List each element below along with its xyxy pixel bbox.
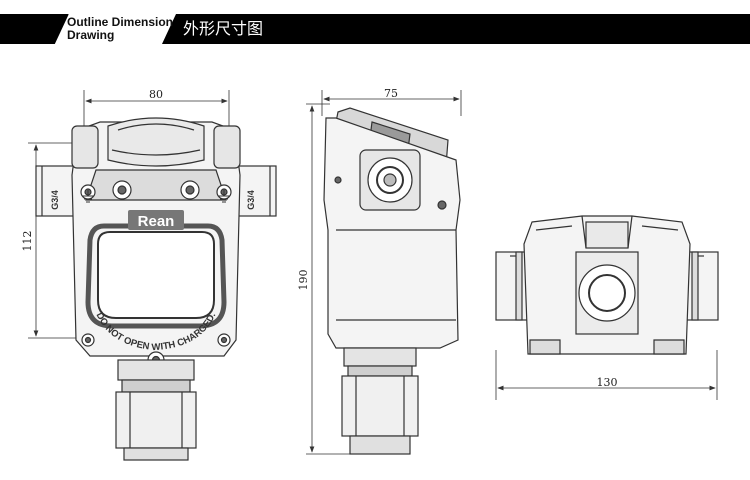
earth-icon [218, 190, 230, 203]
top-cap [107, 117, 205, 167]
sensor-collar [117, 359, 195, 381]
side-body [323, 117, 461, 349]
header-background [0, 14, 750, 44]
front-dim-height-label: 112 [21, 231, 34, 252]
brand-plate [128, 210, 184, 230]
side-dim-depth [321, 90, 462, 116]
side-sensor-collar [343, 347, 417, 367]
header-title-en: Outline Dimension Drawing [67, 16, 173, 42]
brand-label: Rean [138, 213, 175, 230]
side-sensor-head [341, 375, 419, 437]
window-ring [85, 223, 227, 329]
top-view [495, 215, 719, 400]
display-window [97, 231, 215, 319]
top-right-boss [683, 251, 719, 321]
right-top-lug [213, 125, 241, 169]
front-view [28, 90, 277, 461]
sensor-head [115, 391, 197, 449]
front-dim-width-label: 80 [149, 88, 163, 101]
top-dim-width-label: 130 [597, 376, 618, 389]
side-view [306, 90, 462, 455]
thread-label-right: G3/4 [246, 190, 256, 210]
header-title-cn: 外形尺寸图 [183, 19, 264, 38]
side-dim-height [306, 103, 352, 455]
screw-icon [334, 176, 342, 184]
screw-icon [437, 200, 447, 210]
left-conduit-boss [35, 165, 77, 217]
thread-label-left: G3/4 [50, 190, 60, 210]
top-dim-width [495, 350, 718, 400]
front-dim-width [83, 90, 230, 126]
side-dim-depth-label: 75 [384, 87, 398, 100]
side-dim-height-label: 190 [297, 270, 310, 291]
left-top-lug [71, 125, 99, 169]
section-header: Outline Dimension Drawing 外形尺寸图 [0, 14, 750, 44]
earth-icon [82, 190, 94, 203]
header-title-en-line2: Drawing [67, 28, 115, 42]
header-title-en-line1: Outline Dimension [67, 15, 174, 29]
front-shoulder [85, 169, 227, 201]
